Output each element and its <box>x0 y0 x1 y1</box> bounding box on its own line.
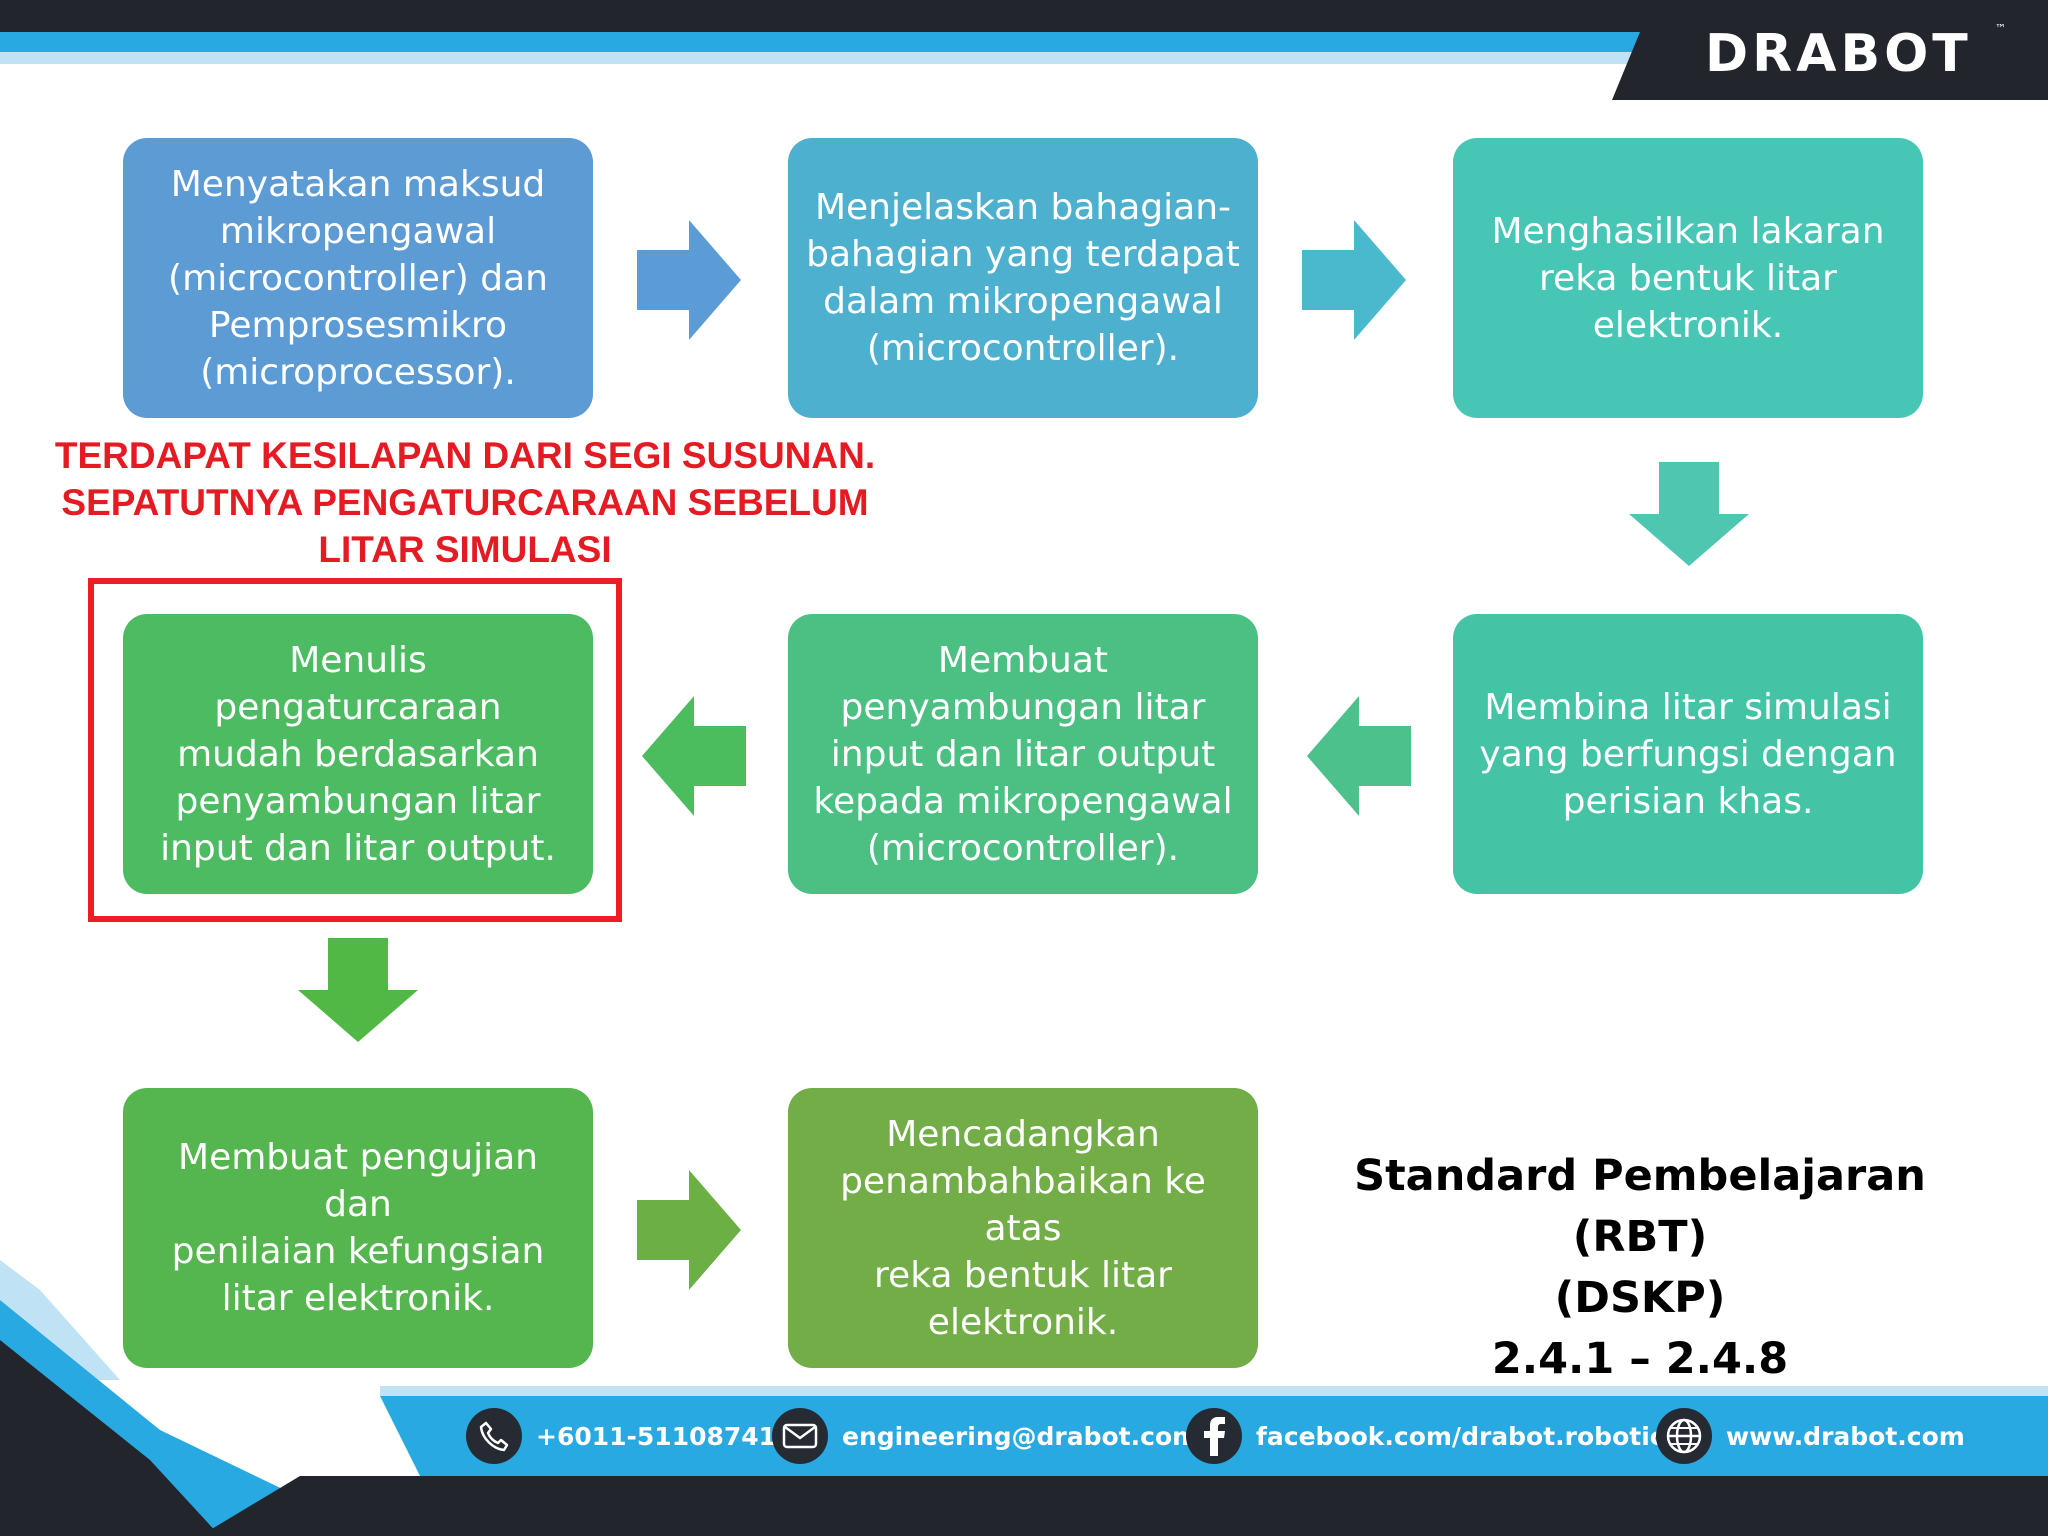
step-text-1: Menyatakan maksud mikropengawal (microco… <box>168 163 548 393</box>
step-text-4: Membina litar simulasi yang berfungsi de… <box>1479 686 1897 822</box>
footer-band <box>0 1260 2048 1536</box>
highlight-frame <box>88 578 622 922</box>
arrow-right-icon <box>637 220 741 340</box>
arrow-down-icon <box>1629 462 1749 566</box>
email-text: engineering@drabot.com <box>842 1421 1199 1451</box>
header-band <box>0 0 2048 100</box>
arrow-left-icon <box>642 696 746 816</box>
footer-email[interactable]: engineering@drabot.com <box>772 1408 1198 1464</box>
step-text-7: Membuat pengujian dan penilaian kefungsi… <box>171 1137 545 1319</box>
step-text-3: Menghasilkan lakaran reka bentuk litar e… <box>1491 210 1885 346</box>
facebook-text: facebook.com/drabot.robotics <box>1256 1421 1680 1451</box>
step-box-7: Membuat pengujian dan penilaian kefungsi… <box>123 1088 593 1368</box>
footer-phone[interactable]: +6011-51108741 <box>466 1408 776 1464</box>
mail-icon <box>772 1408 828 1464</box>
standard-reference: Standard Pembelajaran (RBT) (DSKP) 2.4.1… <box>1310 1146 1970 1390</box>
standard-subtitle: (DSKP) <box>1554 1273 1726 1323</box>
phone-icon <box>466 1408 522 1464</box>
standard-title: Standard Pembelajaran (RBT) <box>1354 1151 1926 1262</box>
footer-facebook[interactable]: facebook.com/drabot.robotics <box>1186 1408 1679 1464</box>
globe-icon <box>1656 1408 1712 1464</box>
step-text-8: Mencadangkan penambahbaikan ke atas reka… <box>840 1113 1206 1343</box>
arrow-left-icon <box>1307 696 1411 816</box>
phone-text: +6011-51108741 <box>536 1421 777 1451</box>
step-box-3: Menghasilkan lakaran reka bentuk litar e… <box>1453 138 1923 418</box>
facebook-icon <box>1186 1408 1242 1464</box>
step-box-5: Membuat penyambungan litar input dan lit… <box>788 614 1258 894</box>
brand-logo: DRABOT <box>1705 24 1972 84</box>
step-box-1: Menyatakan maksud mikropengawal (microco… <box>123 138 593 418</box>
arrow-right-icon <box>637 1170 741 1290</box>
website-text: www.drabot.com <box>1726 1421 1965 1451</box>
brand-trademark: ™ <box>1995 22 2006 35</box>
step-box-2: Menjelaskan bahagian- bahagian yang terd… <box>788 138 1258 418</box>
arrow-down-icon <box>298 938 418 1042</box>
arrow-right-icon <box>1302 220 1406 340</box>
step-text-2: Menjelaskan bahagian- bahagian yang terd… <box>806 187 1240 369</box>
step-box-6: Menulis pengaturcaraan mudah berdasarkan… <box>123 614 593 894</box>
step-text-6: Menulis pengaturcaraan mudah berdasarkan… <box>160 639 556 869</box>
step-text-5: Membuat penyambungan litar input dan lit… <box>813 639 1233 869</box>
footer-website[interactable]: www.drabot.com <box>1656 1408 1965 1464</box>
error-annotation: TERDAPAT KESILAPAN DARI SEGI SUSUNAN. SE… <box>54 435 876 570</box>
standard-range: 2.4.1 – 2.4.8 <box>1491 1334 1789 1384</box>
step-box-4: Membina litar simulasi yang berfungsi de… <box>1453 614 1923 894</box>
step-box-8: Mencadangkan penambahbaikan ke atas reka… <box>788 1088 1258 1368</box>
